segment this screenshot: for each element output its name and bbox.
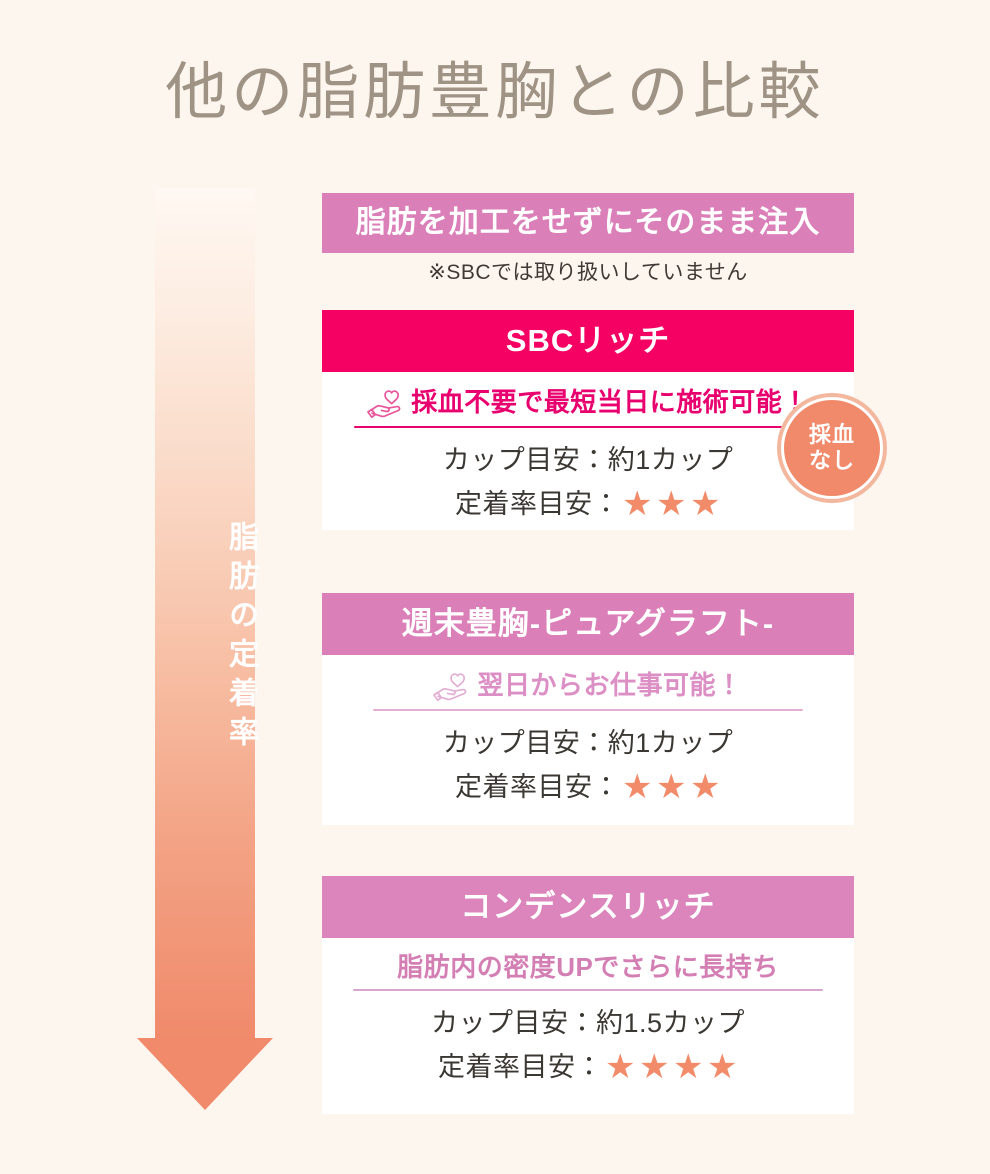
method-card-condense-rich: コンデンスリッチ 脂肪内の密度UPでさらに長持ち カップ目安： 約1.5カップ … (322, 876, 854, 1114)
spec-cup-row: カップ目安： 約1カップ (338, 721, 838, 765)
retention-stars: ★★★ (622, 770, 721, 804)
method-card-pure-graft: 週末豊胸-ピュアグラフト- 翌日からお仕事可能！ カップ目安： 約1カップ (322, 593, 854, 825)
spec-cup-value: 約1カップ (607, 728, 734, 758)
badge-line-1: 採血 (808, 422, 855, 447)
method-headline-text: 脂肪内の密度UPでさらに長持ち (397, 952, 779, 982)
retention-rate-arrow: 脂肪の定着率 (137, 188, 273, 1113)
method-specs: カップ目安： 約1.5カップ 定着率目安： ★★★★ (338, 1001, 838, 1089)
star-icon: ★ (622, 485, 653, 523)
star-icon: ★ (656, 485, 687, 523)
spec-cup-value: 約1.5カップ (595, 1008, 746, 1039)
headline-underline (373, 709, 803, 711)
method-header-condense-rich: コンデンスリッチ (322, 876, 854, 938)
spec-retention-label: 定着率目安： (438, 1052, 604, 1083)
method-body-condense-rich: 脂肪内の密度UPでさらに長持ち カップ目安： 約1.5カップ 定着率目安： ★★… (322, 938, 854, 1114)
no-blood-draw-badge: 採血 なし (784, 400, 880, 496)
arrow-shaft (155, 188, 255, 1040)
star-icon: ★ (639, 1048, 670, 1087)
spec-cup-row: カップ目安： 約1カップ (338, 438, 838, 482)
spec-retention-label: 定着率目安： (455, 489, 621, 519)
spec-retention-row: 定着率目安： ★★★★ (338, 1045, 838, 1089)
method-card-sbc-rich: SBCリッチ 採血不要で最短当日に施術可能！ カップ目安： 約1カップ (322, 310, 880, 530)
method-specs: カップ目安： 約1カップ 定着率目安： ★★★ (338, 721, 838, 809)
arrow-head-icon (137, 1038, 273, 1110)
spec-retention-label: 定着率目安： (455, 772, 621, 802)
plain-method-banner: 脂肪を加工をせずにそのまま注入 (322, 193, 854, 253)
hand-holding-heart-icon (433, 673, 467, 702)
headline-underline (354, 426, 822, 428)
hand-holding-heart-icon (367, 390, 401, 419)
retention-stars: ★★★★ (605, 1050, 738, 1084)
star-icon: ★ (689, 485, 721, 523)
spec-cup-value: 約1カップ (607, 445, 734, 475)
plain-method-note: ※SBCでは取り扱いしていません (428, 261, 748, 284)
method-body-sbc-rich: 採血不要で最短当日に施術可能！ カップ目安： 約1カップ 定着率目安： ★★★ … (322, 372, 880, 530)
star-icon: ★ (622, 768, 653, 806)
badge-line-2: なし (808, 448, 855, 473)
page-title: 他の脂肪豊胸との比較 (165, 59, 825, 127)
star-icon: ★ (673, 1048, 704, 1087)
headline-underline (353, 989, 823, 992)
method-headline-row: 脂肪内の密度UPでさらに長持ち (338, 952, 838, 989)
method-specs: カップ目安： 約1カップ 定着率目安： ★★★ (338, 438, 838, 526)
arrow-label: 脂肪の定着率 (224, 521, 257, 755)
spec-retention-row: 定着率目安： ★★★ (338, 765, 838, 809)
method-body-pure-graft: 翌日からお仕事可能！ カップ目安： 約1カップ 定着率目安： ★★★ (322, 655, 854, 825)
method-headline-row: 採血不要で最短当日に施術可能！ (338, 386, 838, 426)
spec-cup-label: カップ目安： (442, 728, 608, 758)
spec-cup-label: カップ目安： (430, 1008, 596, 1039)
method-header-pure-graft: 週末豊胸-ピュアグラフト- (322, 593, 854, 655)
method-headline-text: 採血不要で最短当日に施術可能！ (411, 387, 809, 418)
star-icon: ★ (656, 768, 687, 806)
star-icon: ★ (689, 768, 721, 806)
spec-cup-label: カップ目安： (442, 445, 608, 475)
spec-retention-row: 定着率目安： ★★★ (338, 482, 838, 526)
method-header-sbc-rich: SBCリッチ (322, 310, 854, 372)
method-headline-text: 翌日からお仕事可能！ (477, 670, 743, 701)
method-headline-row: 翌日からお仕事可能！ (338, 669, 838, 709)
star-icon: ★ (706, 1048, 738, 1087)
star-icon: ★ (605, 1048, 637, 1087)
spec-cup-row: カップ目安： 約1.5カップ (338, 1001, 838, 1045)
retention-stars: ★★★ (622, 487, 721, 521)
